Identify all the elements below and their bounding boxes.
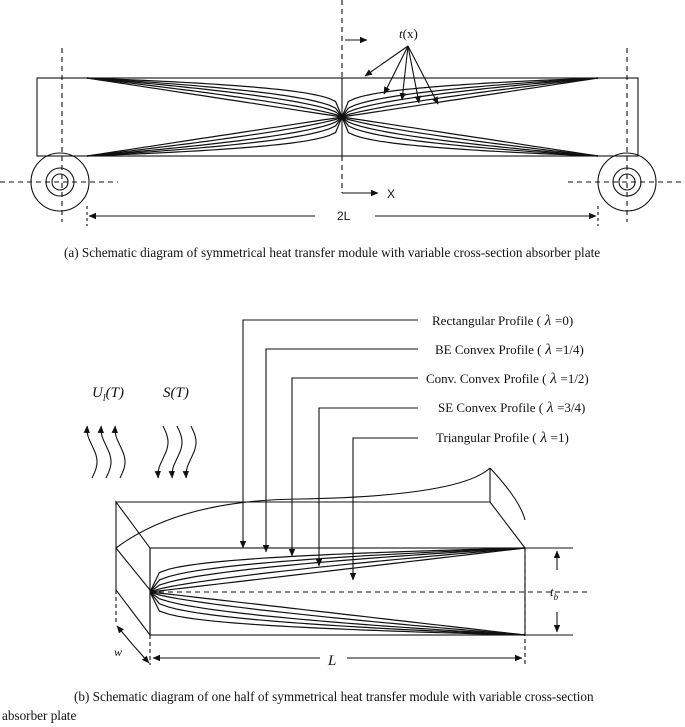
profile-curve-b-lower [149,591,526,636]
thickness-pointer-arrow [364,45,409,77]
profile-curve-a [341,116,599,157]
profile-label: Conv. Convex Profile ( λ =1/2) [426,371,589,387]
thickness-label: t(x) [399,26,418,41]
plate-b-left-inner-edge [115,547,151,591]
thickness-pointer-arrow [407,45,421,104]
solar-input-arrows [154,425,197,479]
profile-label: SE Convex Profile ( λ =3/4) [438,400,585,416]
profile-label: Rectangular Profile ( λ =0) [432,313,573,329]
profile-curve-a [341,116,599,157]
wavy-heat-arrow [182,425,197,479]
thickness-pointer-arrow [407,45,439,105]
profile-curve-b-lower [149,591,526,636]
dimension-w-arrow-b [132,644,150,664]
profile-curve-a [86,116,343,157]
profile-curves-a [86,77,599,157]
plate-b-right-curve [489,467,526,521]
wavy-heat-arrow [154,425,169,479]
profile-curves-b [149,547,526,636]
length-label: L [327,653,336,669]
profile-labels: Rectangular Profile ( λ =0) BE Convex Pro… [426,313,589,446]
solar-input-label: S(T) [163,385,189,401]
wavy-heat-arrow [97,425,112,479]
profile-curve-a [86,77,343,118]
profile-curve-b-upper [149,547,526,593]
plate-b-top-curve [115,467,491,549]
figure-a [0,0,685,226]
profile-curve-b-upper [149,547,526,593]
profile-leader-arrow [288,377,418,557]
profile-curve-a [86,116,343,157]
wavy-heat-arrow [168,425,183,479]
wavy-heat-arrow [83,425,98,479]
heat-loss-label: Ul(T) [92,385,124,404]
plate-a-outline [36,77,639,157]
x-axis-label: X [387,187,395,201]
profile-curve-a [86,116,343,157]
dimension-w-arrow-a [116,625,134,646]
thickness-pointer-arrow [383,45,409,95]
profile-curve-a [86,77,343,118]
caption-b-line2: absorber plate [2,708,77,723]
thickness-pointer-arrows [364,45,439,105]
plate-b-right-slant-edge [489,501,526,549]
profile-curve-a [86,116,343,157]
profile-curve-b-upper [149,547,526,593]
caption-b-line1: (b) Schematic diagram of one half of sym… [74,689,594,704]
base-thickness-label: tb [550,584,559,602]
profile-leader-arrows [239,319,418,581]
left-tube [30,152,90,212]
profile-curve-b-lower [149,591,526,636]
thickness-pointer-arrow [399,45,409,101]
profile-leader-arrow [315,407,418,567]
profile-curve-b-upper [149,547,526,593]
profile-leader-arrow [349,437,418,581]
profile-curve-a [341,116,599,157]
profile-curve-a [86,77,343,118]
profile-curve-a [86,77,343,118]
profile-curve-a [341,116,599,157]
profile-leader-arrow [262,348,418,553]
profile-curve-a [341,77,599,118]
caption-a: (a) Schematic diagram of symmetrical hea… [64,245,601,260]
right-tube [597,152,657,212]
profile-curve-a [341,77,599,118]
profile-curve-b-upper [149,547,526,593]
profile-label: BE Convex Profile ( λ =1/4) [435,342,584,358]
dimension-2L-label: 2L [337,209,351,223]
profile-curve-b-lower [149,591,526,636]
profile-curve-a [341,116,599,157]
figure-b [83,319,590,665]
profile-curve-a [86,77,343,118]
profile-label: Triangular Profile ( λ =1) [436,430,569,446]
profile-curve-a [86,116,343,157]
profile-curve-b-lower [149,591,526,636]
heat-loss-arrows [83,425,126,479]
profile-curve-a [341,77,599,118]
profile-curve-a [341,77,599,118]
wavy-heat-arrow [111,425,126,479]
width-label: w [114,645,122,659]
profile-leader-arrow [239,319,418,549]
